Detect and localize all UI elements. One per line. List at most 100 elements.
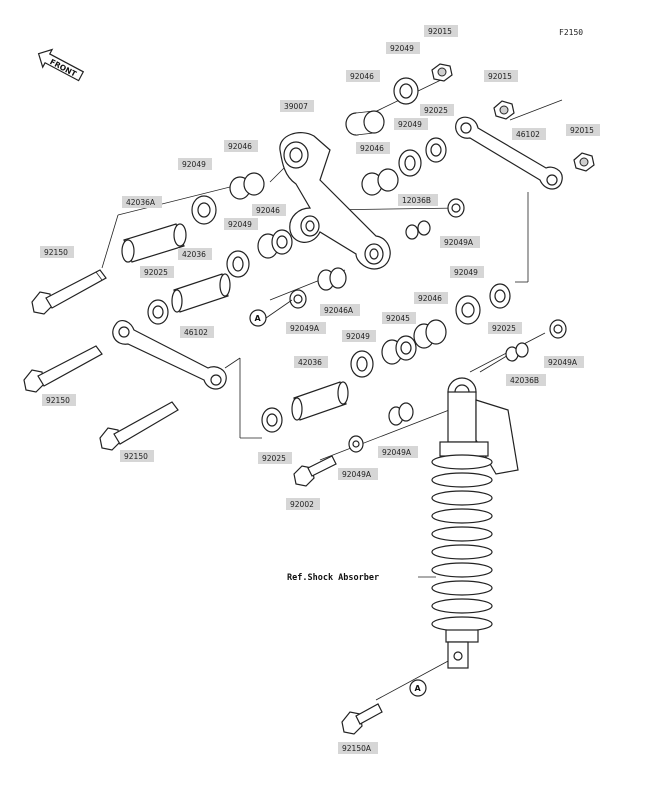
part-label: 92049A <box>286 322 326 334</box>
part-label: 92049A <box>544 356 584 368</box>
bushing-12036b <box>405 220 431 240</box>
svg-text:42036: 42036 <box>298 358 322 367</box>
front-label: FRONT <box>48 57 78 79</box>
part-label: 92049 <box>224 218 258 230</box>
connector-a-upper: A <box>249 309 267 327</box>
washer-92025-top <box>425 137 447 163</box>
svg-text:39007: 39007 <box>284 102 308 111</box>
bolt-92150a <box>341 703 383 735</box>
bearing-92045 <box>257 229 293 259</box>
part-label: 92150 <box>42 394 76 406</box>
svg-text:92015: 92015 <box>428 27 452 36</box>
svg-text:92046: 92046 <box>350 72 374 81</box>
svg-text:12036B: 12036B <box>402 196 431 205</box>
bolt-92150-upper <box>31 269 107 315</box>
washer-92049a-right <box>447 198 465 218</box>
connector-letter: A <box>255 314 262 323</box>
part-label: 92025 <box>420 104 454 116</box>
part-label: 92049A <box>378 446 418 458</box>
link-46102-left <box>112 320 227 390</box>
washer-92349 <box>226 250 250 278</box>
washer-92049-left <box>191 195 217 225</box>
part-label: 92046 <box>346 70 380 82</box>
part-label: 42036 <box>294 356 328 368</box>
part-label: 92015 <box>484 70 518 82</box>
rocker-arm-39007 <box>279 132 391 270</box>
collar-92046-rocker-right <box>361 168 399 196</box>
svg-text:92049A: 92049A <box>444 238 474 247</box>
part-label: 92046 <box>356 142 390 154</box>
washer-92049a-lower <box>348 435 364 453</box>
sleeve-42036a <box>121 223 187 263</box>
washer-92025-right <box>489 283 511 309</box>
part-label: 42036 <box>178 248 212 260</box>
svg-text:92049: 92049 <box>390 44 414 53</box>
part-label: 42036B <box>506 374 546 386</box>
washer-92025-lower <box>261 407 283 433</box>
svg-text:42036B: 42036B <box>510 376 539 385</box>
svg-text:92049A: 92049A <box>342 470 372 479</box>
washer-92025-left <box>147 299 169 325</box>
connector-a-lower: A <box>409 679 427 697</box>
svg-text:92046: 92046 <box>228 142 252 151</box>
connector-letter: A <box>415 684 422 693</box>
part-label: 92150 <box>40 246 74 258</box>
svg-text:92046A: 92046A <box>324 306 354 315</box>
bolt-92002 <box>293 455 337 487</box>
nut-92015-top <box>431 63 453 82</box>
part-label: 92025 <box>258 452 292 464</box>
svg-text:92025: 92025 <box>144 268 168 277</box>
svg-text:46102: 46102 <box>516 130 540 139</box>
part-label: 92015 <box>566 124 600 136</box>
front-arrow-icon: FRONT <box>37 48 85 82</box>
shock-absorber <box>431 377 519 669</box>
svg-text:92049: 92049 <box>346 332 370 341</box>
svg-text:46102: 46102 <box>184 328 208 337</box>
washer-92049a-left <box>289 289 307 309</box>
spring-coils <box>431 454 493 632</box>
part-label: 92049A <box>440 236 480 248</box>
svg-text:92049: 92049 <box>228 220 252 229</box>
svg-text:92049: 92049 <box>398 120 422 129</box>
washer-92049-right-mid <box>455 295 481 325</box>
sleeve-42036-lower <box>291 381 349 421</box>
part-label: 92046 <box>414 292 448 304</box>
nut-92015-right <box>493 100 515 120</box>
collar-92049a-center <box>388 402 414 426</box>
svg-text:92045: 92045 <box>386 314 410 323</box>
svg-text:92150: 92150 <box>124 452 148 461</box>
bolt-92150-lower <box>99 401 179 451</box>
svg-text:92025: 92025 <box>492 324 516 333</box>
part-labels: 92015 92049 92015 39007 92046 92025 9204… <box>40 25 600 754</box>
part-label: 92046 <box>224 140 258 152</box>
svg-text:92049: 92049 <box>454 268 478 277</box>
svg-text:92046: 92046 <box>360 144 384 153</box>
part-label: 12036B <box>398 194 438 206</box>
nut-92015-far-right <box>573 152 595 172</box>
part-label: 92046A <box>320 304 360 316</box>
svg-text:92049: 92049 <box>182 160 206 169</box>
washer-92049-mid <box>398 149 422 177</box>
washer-92049a-right-lower <box>549 319 567 339</box>
bushing-42036b <box>505 342 529 362</box>
svg-text:92025: 92025 <box>424 106 448 115</box>
washer-92049-top <box>393 77 419 105</box>
svg-text:92046: 92046 <box>256 206 280 215</box>
part-label: 92046 <box>252 204 286 216</box>
part-label: 92049 <box>386 42 420 54</box>
part-label: 92049 <box>342 330 376 342</box>
svg-text:92150: 92150 <box>46 396 70 405</box>
svg-text:42036: 42036 <box>182 250 206 259</box>
part-label: 92049A <box>338 468 378 480</box>
part-label: 92049 <box>394 118 428 130</box>
collar-92046-mid <box>413 319 447 349</box>
part-label: 42036A <box>122 196 162 208</box>
collar-92046-top <box>345 110 385 136</box>
svg-text:42036A: 42036A <box>126 198 156 207</box>
svg-text:92015: 92015 <box>570 126 594 135</box>
washer-92049-center <box>350 350 374 378</box>
part-label: 46102 <box>512 128 546 140</box>
bolt-92150-mid <box>23 345 103 393</box>
collar-92046a <box>317 267 347 291</box>
